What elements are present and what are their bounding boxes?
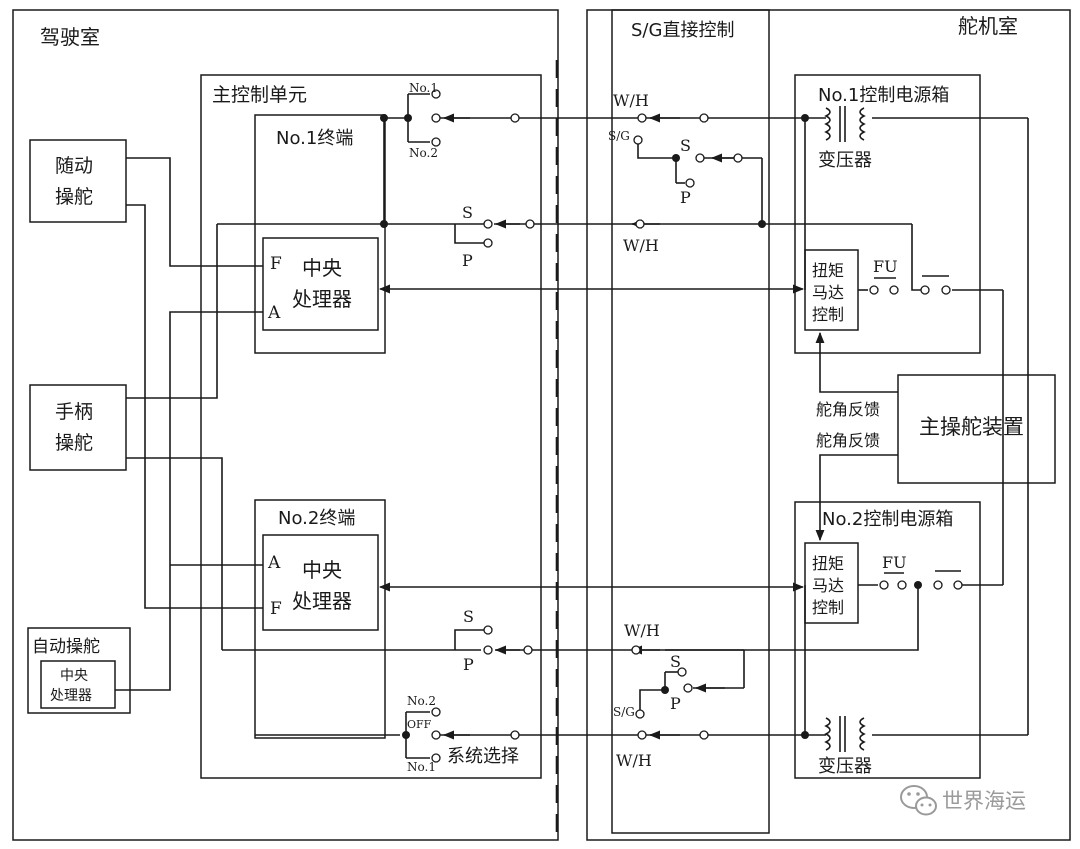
junctions bbox=[380, 114, 922, 739]
no2-selector-label-bottom: No.2 bbox=[407, 694, 436, 708]
handle-label-1: 手柄 bbox=[55, 401, 93, 423]
autopilot-cpu-label-2: 处理器 bbox=[50, 688, 92, 704]
off-selector-label: OFF bbox=[407, 718, 432, 731]
sg-label-2: S/G bbox=[613, 705, 635, 719]
a-input-label-2: A bbox=[267, 553, 281, 573]
no1-selector-label: No.1 bbox=[409, 81, 438, 95]
system-select-label: 系统选择 bbox=[447, 746, 519, 767]
p-label-3: P bbox=[463, 655, 474, 674]
wechat-icon bbox=[900, 785, 937, 816]
no1-cpu-label-1: 中央 bbox=[302, 256, 342, 280]
no1-selector-label-bottom: No.1 bbox=[407, 760, 436, 774]
no2-selector-label: No.2 bbox=[409, 146, 438, 160]
follow-up-steering-box bbox=[29, 139, 127, 223]
no1-cpu-box bbox=[262, 237, 379, 331]
autopilot-cpu-box bbox=[40, 660, 116, 709]
torque-label-1b: 马达 bbox=[812, 283, 844, 302]
autopilot-cpu-label-1: 中央 bbox=[60, 668, 88, 684]
no2-cpu-label-2: 处理器 bbox=[292, 589, 352, 613]
wh-label-2: W/H bbox=[623, 236, 659, 255]
no2-power-box bbox=[794, 501, 981, 779]
rudder-feedback-label-1: 舵角反馈 bbox=[816, 400, 880, 419]
s-label-1: S bbox=[680, 136, 691, 155]
f-input-label-2: F bbox=[270, 599, 282, 619]
watermark-text: 世界海运 bbox=[942, 789, 1026, 813]
transformer-label-2: 变压器 bbox=[818, 756, 872, 777]
torque-label-1c: 控制 bbox=[812, 305, 844, 324]
torque-label-2b: 马达 bbox=[812, 576, 844, 595]
p-label-4: P bbox=[670, 694, 681, 713]
wh-label-1: W/H bbox=[613, 91, 649, 110]
p-label-2: P bbox=[462, 251, 473, 270]
no1-torque-motor-box bbox=[804, 249, 859, 331]
steering-gear-room-region bbox=[586, 9, 1071, 841]
handle-steering-box bbox=[29, 384, 127, 471]
no1-power-box bbox=[794, 74, 981, 354]
fu-label-1: FU bbox=[873, 257, 898, 276]
wh-label-4: W/H bbox=[616, 751, 652, 770]
contact-bars bbox=[874, 275, 961, 574]
no2-cpu-box bbox=[262, 534, 379, 631]
p-label-1: P bbox=[680, 188, 691, 207]
autopilot-box bbox=[27, 627, 131, 714]
no2-torque-motor-box bbox=[804, 542, 859, 624]
no1-terminal-box bbox=[254, 114, 386, 354]
transformer-label-1: 变压器 bbox=[818, 150, 872, 171]
transformer-no2-icon bbox=[824, 716, 866, 752]
no2-cpu-label-1: 中央 bbox=[302, 558, 342, 582]
follow-up-label-2: 操舵 bbox=[55, 186, 93, 208]
no1-cpu-label-2: 处理器 bbox=[292, 287, 352, 311]
bridge-label: 驾驶室 bbox=[40, 25, 100, 49]
fu-label-2: FU bbox=[882, 553, 907, 572]
transformer-no1-icon bbox=[824, 106, 866, 142]
a-input-label-1: A bbox=[267, 303, 281, 323]
torque-label-1a: 扭矩 bbox=[812, 261, 844, 280]
s-label-4: S bbox=[670, 652, 681, 671]
no2-terminal-box bbox=[254, 499, 386, 739]
s-label-3: S bbox=[463, 607, 474, 626]
no1-terminal-label: No.1终端 bbox=[276, 128, 353, 149]
main-control-unit-label: 主控制单元 bbox=[212, 84, 307, 106]
torque-label-2c: 控制 bbox=[812, 598, 844, 617]
wh-label-3: W/H bbox=[624, 621, 660, 640]
sg-label-1: S/G bbox=[608, 129, 630, 143]
open-contacts bbox=[431, 89, 963, 763]
sg-direct-control-label: S/G直接控制 bbox=[631, 20, 734, 41]
main-control-unit bbox=[200, 74, 542, 779]
follow-up-label-1: 随动 bbox=[55, 155, 93, 177]
rudder-feedback-label-2: 舵角反馈 bbox=[816, 431, 880, 450]
main-steering-gear-box bbox=[897, 374, 1056, 484]
no2-power-box-label: No.2控制电源箱 bbox=[822, 509, 953, 530]
main-steering-gear-label: 主操舵装置 bbox=[919, 415, 1024, 439]
no2-terminal-label: No.2终端 bbox=[278, 508, 355, 529]
flow-arrows bbox=[442, 113, 740, 740]
autopilot-label: 自动操舵 bbox=[32, 637, 100, 657]
wiring bbox=[115, 93, 1029, 759]
f-input-label-1: F bbox=[270, 254, 282, 274]
s-label-2: S bbox=[462, 203, 473, 222]
handle-label-2: 操舵 bbox=[55, 432, 93, 454]
sg-direct-control-region bbox=[611, 9, 770, 834]
no1-power-box-label: No.1控制电源箱 bbox=[818, 85, 949, 106]
torque-label-2a: 扭矩 bbox=[812, 554, 844, 573]
steering-gear-room-label: 舵机室 bbox=[958, 14, 1018, 38]
watermark: 世界海运 bbox=[900, 785, 1026, 816]
